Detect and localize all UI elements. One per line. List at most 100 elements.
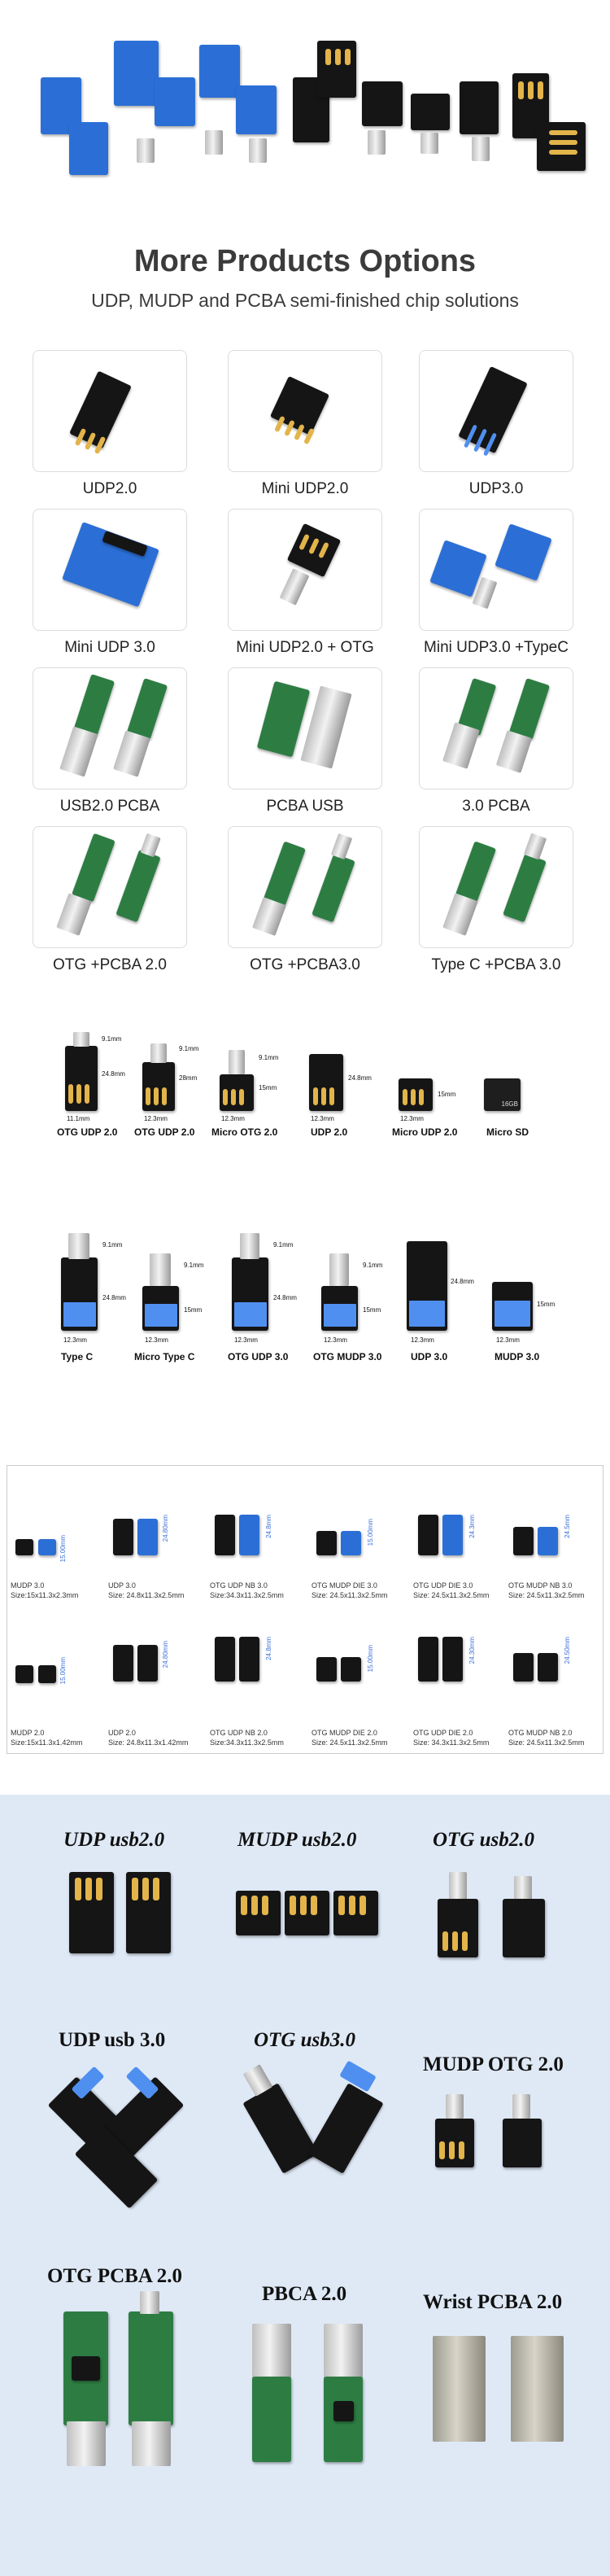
dimension-item-label: MUDP 3.0 [495,1351,540,1362]
product-card[interactable] [228,509,382,631]
pbca2-board-image [252,2377,291,2462]
gallery-title: OTG usb2.0 [433,1829,535,1851]
micro-sd-card-image: 16GB [484,1078,521,1111]
gold-pad [311,1896,317,1915]
spec-size: Size: 24.8x11.3x1.42mm [108,1738,189,1747]
product-label: Mini UDP2.0 [261,480,349,497]
chip-thumbnail [418,1515,438,1555]
product-label: UDP2.0 [82,480,137,497]
chip-thumbnail [137,1519,158,1555]
gold-pad [335,49,341,65]
chip-thumbnail [15,1665,33,1683]
micro-usb-plug [229,1050,245,1074]
usb-c-plug-image [368,130,386,155]
product-card[interactable] [228,350,382,472]
micro-usb-plug [140,833,161,858]
product-card[interactable] [33,826,187,948]
product-card[interactable] [33,509,187,631]
usb-c-plug-image [472,137,490,161]
usb-c-plug-image [137,138,155,163]
gold-pad [251,1896,258,1915]
pcba-board-image [73,674,115,736]
spec-dimension: 24.5mm [564,1515,571,1538]
spec-cell: 24.50mm OTG MUDP NB 2.0 Size: 24.5x11.3x… [507,1608,604,1751]
chip-thumbnail [113,1645,133,1682]
product-card[interactable] [228,826,382,948]
gold-pad [549,150,577,155]
gold-pad [439,2141,445,2159]
black-chip-image [362,81,403,126]
chip-thumbnail [341,1531,361,1555]
chip-thumbnail [215,1637,235,1682]
dimension-height: 15mm [363,1306,381,1314]
mini-udp3-typec-chip-image [495,523,552,581]
pcba-board-image [256,680,311,758]
wrist-pcba-image [511,2336,564,2442]
typec-pcba-board-image [455,841,497,903]
product-card[interactable] [419,667,573,789]
blue-chip-image [199,45,240,98]
micro-usb-plug [240,1233,259,1259]
chip-thumbnail [538,1527,558,1555]
gold-pad [345,49,351,65]
gold-pad [403,1089,407,1105]
chip-thumbnail [442,1637,463,1682]
gallery-title: OTG usb3.0 [254,2029,356,2051]
gold-pad [419,1089,424,1105]
dimension-item-label: OTG UDP 3.0 [228,1351,289,1362]
blue-pad [145,1304,177,1327]
product-label: PCBA USB [266,798,344,815]
product-card[interactable] [419,509,573,631]
dimension-width: 11.1mm [67,1115,90,1122]
blue-pad [409,1301,445,1327]
chip-thumbnail [341,1657,361,1682]
gold-pad [452,1931,458,1951]
hero-chip-collage [16,16,594,187]
gold-pad [459,2141,464,2159]
usb-a-plug [59,726,98,777]
otg-pcba2-board-image [129,2311,173,2425]
gold-pad [132,1878,138,1900]
chip-thumbnail [316,1657,337,1682]
product-card[interactable] [419,350,573,472]
chip-thumbnail [38,1539,56,1555]
product-card[interactable] [228,667,382,789]
usb-a-plug [56,893,92,936]
product-label: OTG +PCBA3.0 [250,956,360,973]
spec-cell: 24.5mm OTG MUDP NB 3.0 Size: 24.5x11.3x2… [507,1466,604,1608]
gallery-title: MUDP usb2.0 [237,1829,357,1851]
product-label: Mini UDP 3.0 [64,639,155,656]
gold-pad [153,1878,159,1900]
product-card[interactable] [419,826,573,948]
dimension-chart-row-2: 24.8mm 9.1mm 12.3mm Type C 15mm 9.1mm 12… [49,1221,569,1416]
spec-dimension: 15.00mm [367,1645,374,1673]
dimension-top: 9.1mm [273,1241,294,1249]
spec-dimension: 24.3mm [468,1515,476,1538]
gold-pad [154,1087,159,1105]
product-card[interactable] [33,667,187,789]
spec-name: MUDP 3.0 [11,1581,45,1590]
gold-pad [68,1084,73,1104]
gold-pad [96,1878,102,1900]
dimension-height: 24.8mm [273,1294,297,1301]
gold-pad [75,1878,81,1900]
usb-a-plug [132,2421,171,2466]
blue-chip-image [114,41,159,106]
chip-thumbnail [442,1515,463,1555]
spec-cell: 24.80mm UDP 2.0 Size: 24.8x11.3x1.42mm [105,1608,203,1751]
dimension-top: 9.1mm [102,1241,123,1249]
gold-pad [449,2141,455,2159]
gold-pad [462,1931,468,1951]
gold-pad [325,49,331,65]
gallery-title: MUDP OTG 2.0 [423,2053,564,2075]
micro-sd-capacity: 16GB [501,1100,518,1108]
product-card[interactable] [33,350,187,472]
micro-usb-plug [73,1032,89,1047]
micro-usb-plug [449,1872,467,1900]
spec-cell: 15.00mm MUDP 2.0 Size:15x11.3x1.42mm [7,1608,105,1751]
usb-c-plug [150,1253,171,1286]
spec-dimension: 24.8mm [265,1637,272,1660]
blue-chip-image [155,77,195,126]
gold-pad [321,1087,326,1105]
dimension-top: 9.1mm [363,1262,383,1269]
